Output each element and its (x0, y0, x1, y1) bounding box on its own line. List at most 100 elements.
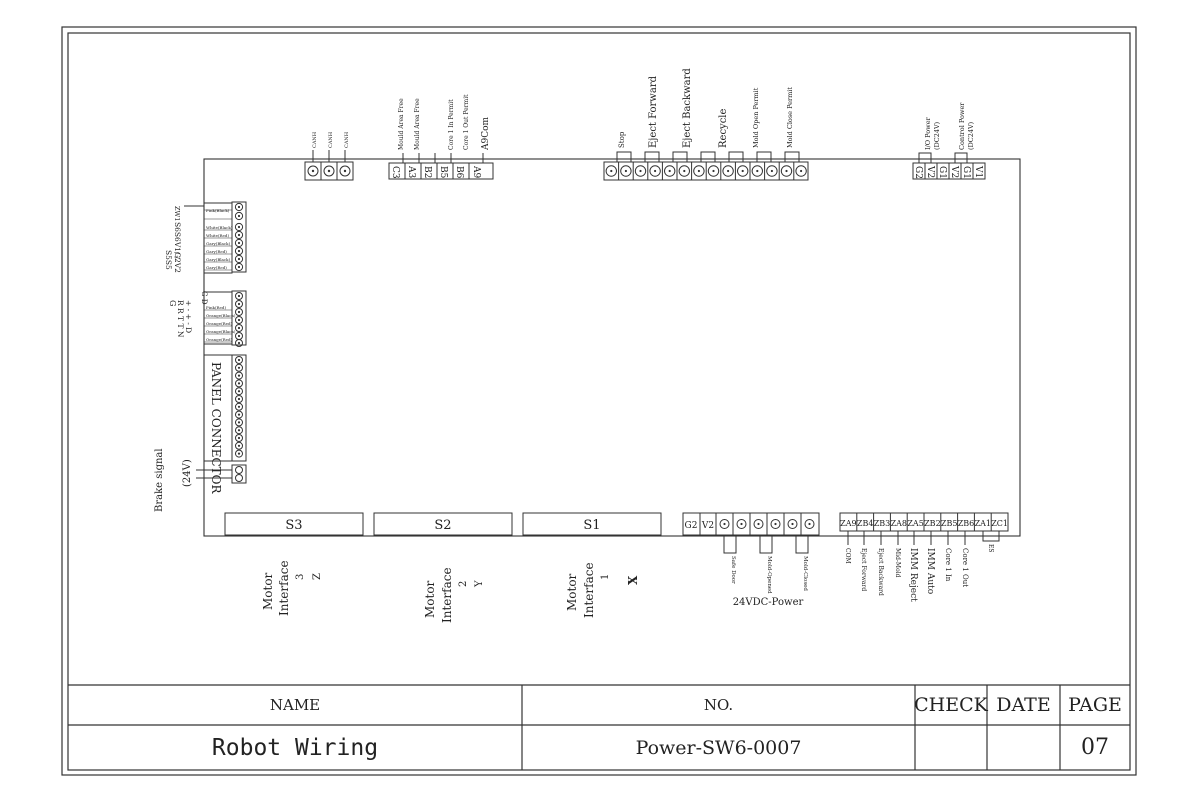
outer-border (61, 26, 1137, 776)
page-header: PAGE (1068, 694, 1122, 716)
io-terminal-5 (664, 165, 676, 177)
title-block-grid (68, 684, 1130, 770)
pin-c3: C3 (390, 166, 400, 179)
date-header: DATE (996, 694, 1051, 716)
io-terminal-9 (722, 165, 734, 177)
wire-color-label: Pink(Red) (206, 305, 226, 310)
lm-col2: R R T T N (176, 300, 185, 338)
bp-pin-g2: G2 (685, 521, 698, 531)
io-eject-forward: Eject Forward (648, 75, 659, 148)
br-eject-backward: Eject Backward (877, 548, 884, 596)
left-mid-terminal-4 (235, 316, 243, 324)
signal-core1-in-permit: Core 1 In Permit (448, 99, 455, 150)
io-terminal-10 (737, 165, 749, 177)
wire-color-label: Orange(Black) (206, 329, 236, 334)
left-mid-connector: Pink(Red)Orange(Black)Orange(Red)Orange(… (168, 290, 247, 347)
br-imm-auto: IMM Auto (925, 548, 935, 594)
slot-s1: S1 (583, 518, 600, 533)
motor-slots: S3 S2 S1 (224, 512, 662, 536)
br-pin-zb6: ZB6 (958, 519, 975, 528)
bottom-power-terminal-4 (770, 519, 781, 529)
wire-color-label: White(Red) (206, 233, 229, 238)
top-signal-block: C3 A3 B2 B5 B6 A9 Mould Area Free Mould … (388, 94, 494, 180)
bottom-power-terminal-1 (719, 519, 730, 529)
io-terminal-block: Stop Eject Forward Eject Backward Recycl… (603, 68, 809, 181)
pwr-control-power: Control Power (958, 102, 966, 150)
br-pin-zb3: ZB3 (874, 519, 891, 528)
motor1-sub: Interface (582, 562, 596, 618)
motor3-title: Motor (261, 572, 275, 610)
left-top-terminal-5 (234, 238, 244, 248)
panel-terminal-12 (235, 441, 243, 450)
br-core1-out: Core 1 Out (961, 548, 969, 587)
bp-safe-door: Safe Door (730, 556, 736, 584)
panel-terminal-4 (235, 379, 243, 388)
pin-a3: A3 (406, 165, 416, 178)
pin-b5: B5 (438, 166, 448, 179)
left-top-terminal-1 (234, 202, 244, 212)
bottom-power-terminal-5 (787, 519, 798, 529)
no-header: NO. (703, 696, 734, 714)
pwr-pin-g2: G2 (913, 166, 923, 179)
check-value (915, 727, 987, 768)
pwr-pin-g1b: G1 (961, 166, 971, 179)
wire-color-label: White(Black) (206, 225, 233, 230)
pwr-io-power: I/O Power (924, 116, 932, 150)
br-core1-in: Core 1 In (944, 548, 952, 582)
br-es: ES (987, 544, 994, 553)
br-pin-za8: ZA8 (891, 519, 907, 528)
motor2-title: Motor (423, 580, 437, 618)
pwr-pin-v2b: V2 (949, 165, 959, 178)
left-mid-terminal-3 (235, 308, 243, 316)
left-mid-terminal-7 (235, 339, 243, 347)
wire-color-label: Gary(Black) (206, 257, 231, 262)
pin-b6: B6 (454, 166, 464, 179)
signal-mould-area-free-1: Mould Area Free (398, 98, 405, 150)
motor1-axis: X (626, 575, 640, 585)
wire-color-label: Gary(Red) (206, 249, 227, 254)
pwr-pin-g1a: G1 (937, 166, 947, 179)
br-com: COM (844, 548, 851, 564)
left-top-terminal-8 (234, 262, 244, 272)
io-terminal-1 (605, 165, 617, 177)
br-pin-zb5: ZB5 (941, 519, 958, 528)
brake-connector: Brake signal (24V) (154, 448, 247, 512)
io-mold-open-permit: Mold Open Permit (752, 87, 760, 148)
bottom-power-terminal-6 (804, 519, 815, 529)
left-top-terminal-4 (234, 230, 244, 240)
br-mid-mold: Mid-Mold (894, 548, 901, 578)
left-mid-terminal-5 (235, 324, 243, 332)
slot-s2: S2 (434, 518, 451, 533)
io-terminal-14 (795, 165, 807, 177)
br-pin-za1: ZA1 (975, 519, 991, 528)
wire-color-label: Orange(Red) (206, 321, 233, 326)
panel-terminal-13 (235, 449, 243, 458)
panel-connector-label: PANEL CONNECTOR (209, 362, 223, 494)
left-mid-terminal-2 (235, 300, 243, 308)
motor3-num: 3 (295, 574, 306, 580)
bp-mold-opened: Mold-Opened (766, 556, 772, 594)
panel-terminal-6 (235, 395, 243, 403)
motor2-sub: Interface (440, 567, 454, 623)
lt-signal-label: S6S6V1G2V2 (173, 222, 182, 273)
lt-slash: / / (173, 252, 181, 260)
brake-voltage-label: (24V) (182, 459, 193, 487)
br-pin-zc1: ZC1 (991, 519, 1008, 528)
page-number: 07 (1081, 735, 1109, 760)
left-mid-terminal-1 (235, 292, 243, 300)
can-label-3: CANH (344, 131, 350, 148)
signal-a9com: A9Com (481, 116, 491, 151)
io-eject-backward: Eject Backward (682, 68, 693, 148)
lm-col3: + - + - D (184, 300, 193, 333)
left-top-terminal-6 (234, 246, 244, 256)
name-header: NAME (269, 696, 321, 714)
motor2-num: 2 (458, 581, 469, 587)
can-label-2: CANH (328, 131, 334, 148)
left-top-terminal-7 (234, 254, 244, 264)
panel-connector: PANEL CONNECTOR (203, 354, 247, 494)
slot-s3: S3 (285, 518, 302, 533)
can-connector: CANH CANH CANH (304, 131, 354, 181)
motor1-num: 1 (600, 574, 611, 580)
pwr-control-dc24v: (DC24V) (967, 121, 975, 150)
